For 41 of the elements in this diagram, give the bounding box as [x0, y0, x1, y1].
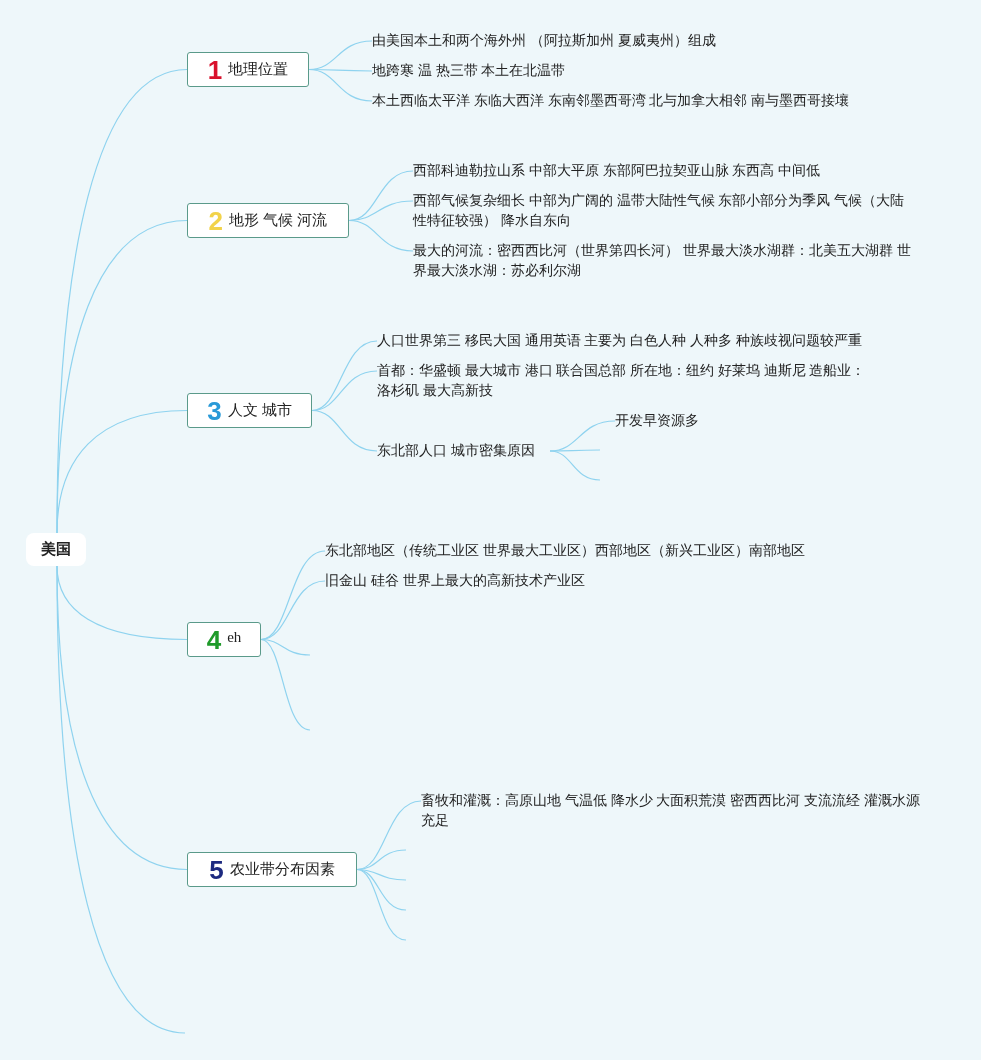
branch-title: 地形 气候 河流 [229, 211, 328, 230]
number-label: 4 [206, 625, 222, 654]
branch-text: 开发早资源多 [615, 411, 735, 431]
connector-line [56, 409, 188, 534]
branch-text: 本土西临太平洋 东临大西洋 东南邻墨西哥湾 北与加拿大相邻 南与墨西哥接壤 [372, 91, 892, 111]
connector-line [308, 68, 373, 102]
branch-title: eh [227, 629, 242, 646]
branch-box [187, 852, 357, 887]
connector-line [260, 550, 326, 641]
branch-box [187, 622, 261, 657]
branch-text: 地跨寒 温 热三带 本土在北温带 [372, 61, 672, 81]
topic-box: 美国 [26, 533, 86, 566]
branch-box [187, 203, 349, 238]
connector-line [56, 565, 186, 1034]
branch-text: 西部气候复杂细长 中部为广阔的 温带大陆性气候 东部小部分为季风 气候（大陆性特征较强） 降水自东向 [413, 191, 913, 231]
connector-line [348, 219, 414, 252]
branch-text: 人口世界第三 移民大国 通用英语 主要为 白色人种 人种多 种族歧视问题较严重 [377, 331, 877, 351]
connector-line [356, 800, 422, 871]
connector-line [311, 409, 378, 452]
branch-text: 最大的河流：密西西比河（世界第四长河） 世界最大淡水湖群：北美五大湖群 世界最大淡水湖：苏必利尔湖 [413, 241, 913, 281]
branch-text: 西部科迪勒拉山系 中部大平原 东部阿巴拉契亚山脉 东西高 中间低 [413, 161, 893, 181]
number-label: 2 [208, 206, 224, 235]
connector-line [260, 638, 311, 731]
branch-text: 旧金山 硅谷 世界上最大的高新技术产业区 [325, 571, 625, 591]
branch-box [187, 393, 312, 428]
connector-line [356, 868, 407, 941]
branch-text: 畜牧和灌溉：高原山地 气温低 降水少 大面积荒漠 密西西比河 支流流经 灌溉水源充足 [421, 791, 921, 831]
branch-text: 首都：华盛顿 最大城市 港口 联合国总部 所在地：纽约 好莱坞 迪斯尼 造船业：洛杉矶 最大高新技 [377, 361, 872, 401]
number-label: 3 [207, 396, 222, 425]
number-label: 1 [207, 55, 223, 84]
branch-title: 农业带分布因素 [229, 860, 335, 879]
connector-line [549, 450, 601, 481]
connector-line [549, 449, 601, 452]
connector-line [311, 340, 378, 412]
number-label: 5 [209, 855, 224, 884]
branch-text: 东北部人口 城市密集原因 [377, 441, 550, 461]
branch-title: 地理位置 [228, 60, 289, 79]
branch-title: 人文 城市 [227, 401, 292, 420]
branch-box [187, 52, 309, 87]
branch-text: 东北部地区（传统工业区 世界最大工业区）西部地区（新兴工业区）南部地区 [325, 541, 825, 561]
branch-text: 由美国本土和两个海外州 （阿拉斯加州 夏威夷州）组成 [372, 31, 792, 51]
